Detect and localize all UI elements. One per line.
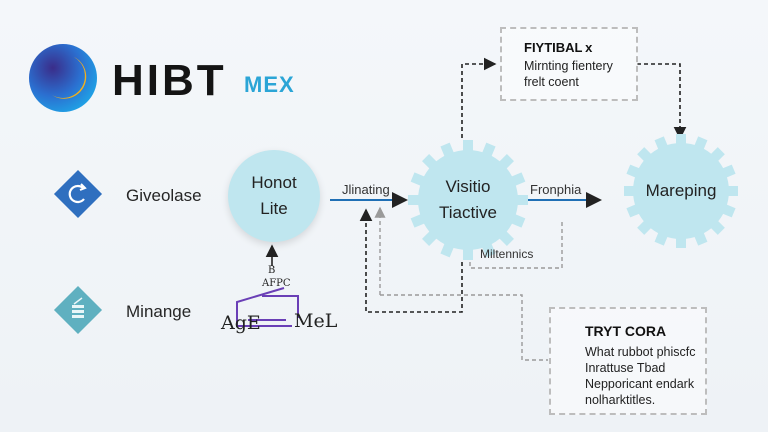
sketch-label-age: AgE <box>221 312 261 334</box>
info-box-title: FIYTIBAL x <box>524 40 593 55</box>
refresh-icon <box>52 168 104 220</box>
sketch-label-b: B <box>268 265 276 276</box>
node-label-line1: Honot <box>251 173 297 192</box>
info-box-top: FIYTIBAL x Mirnting fientery frelt coent <box>500 27 638 101</box>
gear-shape-icon <box>408 140 528 260</box>
edge-visitio-topbox <box>461 57 497 138</box>
node-label-line2: Tiactive <box>439 203 497 222</box>
edge-label-miltennics: Miltennics <box>480 247 534 261</box>
node-label-line1: Visitio <box>445 177 491 196</box>
gear-shape-icon <box>624 134 738 248</box>
sidebar-item-minange[interactable]: Minange <box>52 284 252 340</box>
edge-grey-mareping <box>469 222 563 269</box>
node-visitio[interactable]: Visitio Tiactive <box>408 138 528 262</box>
edge-visitio-loop <box>359 208 463 313</box>
info-box-line: Mirnting fientery <box>524 59 613 73</box>
sidebar-item-label: Giveolase <box>126 186 202 205</box>
sidebar-item-label: Minange <box>126 302 192 321</box>
node-label-line2: Lite <box>260 199 288 218</box>
info-box-title: TRYT CORA <box>585 323 667 339</box>
info-box-line: Inrattuse Tbad <box>585 361 666 375</box>
logo <box>28 43 98 113</box>
logo-subtext: MEX <box>244 72 295 97</box>
node-honot-lite[interactable]: Honot Lite <box>228 150 320 242</box>
stack-icon <box>52 284 104 336</box>
edge-label-fronphia: Fronphia <box>530 182 582 197</box>
sketch-label-afpc: AFPC <box>262 278 291 289</box>
info-box-line: Nepporicant endark <box>585 377 695 391</box>
logo-mark-icon <box>29 44 97 112</box>
info-box-line: frelt coent <box>524 75 579 89</box>
edge-label-jlinating: Jlinating <box>342 182 390 197</box>
logo-text: HIBT <box>112 56 227 105</box>
node-label: Mareping <box>645 181 717 200</box>
info-box-line: What rubbot phiscfc <box>585 345 696 359</box>
node-mareping[interactable]: Mareping <box>622 132 740 250</box>
edge-grey-bottombox <box>380 294 548 361</box>
sidebar-item-giveolase[interactable]: Giveolase <box>52 168 252 224</box>
info-box-line: nolharktitles. <box>585 393 656 407</box>
sketch-label-mel: MeL <box>294 310 338 332</box>
info-box-bottom: TRYT CORA What rubbot phiscfc Inrattuse … <box>549 307 707 415</box>
edge-topbox-mareping <box>637 63 687 140</box>
